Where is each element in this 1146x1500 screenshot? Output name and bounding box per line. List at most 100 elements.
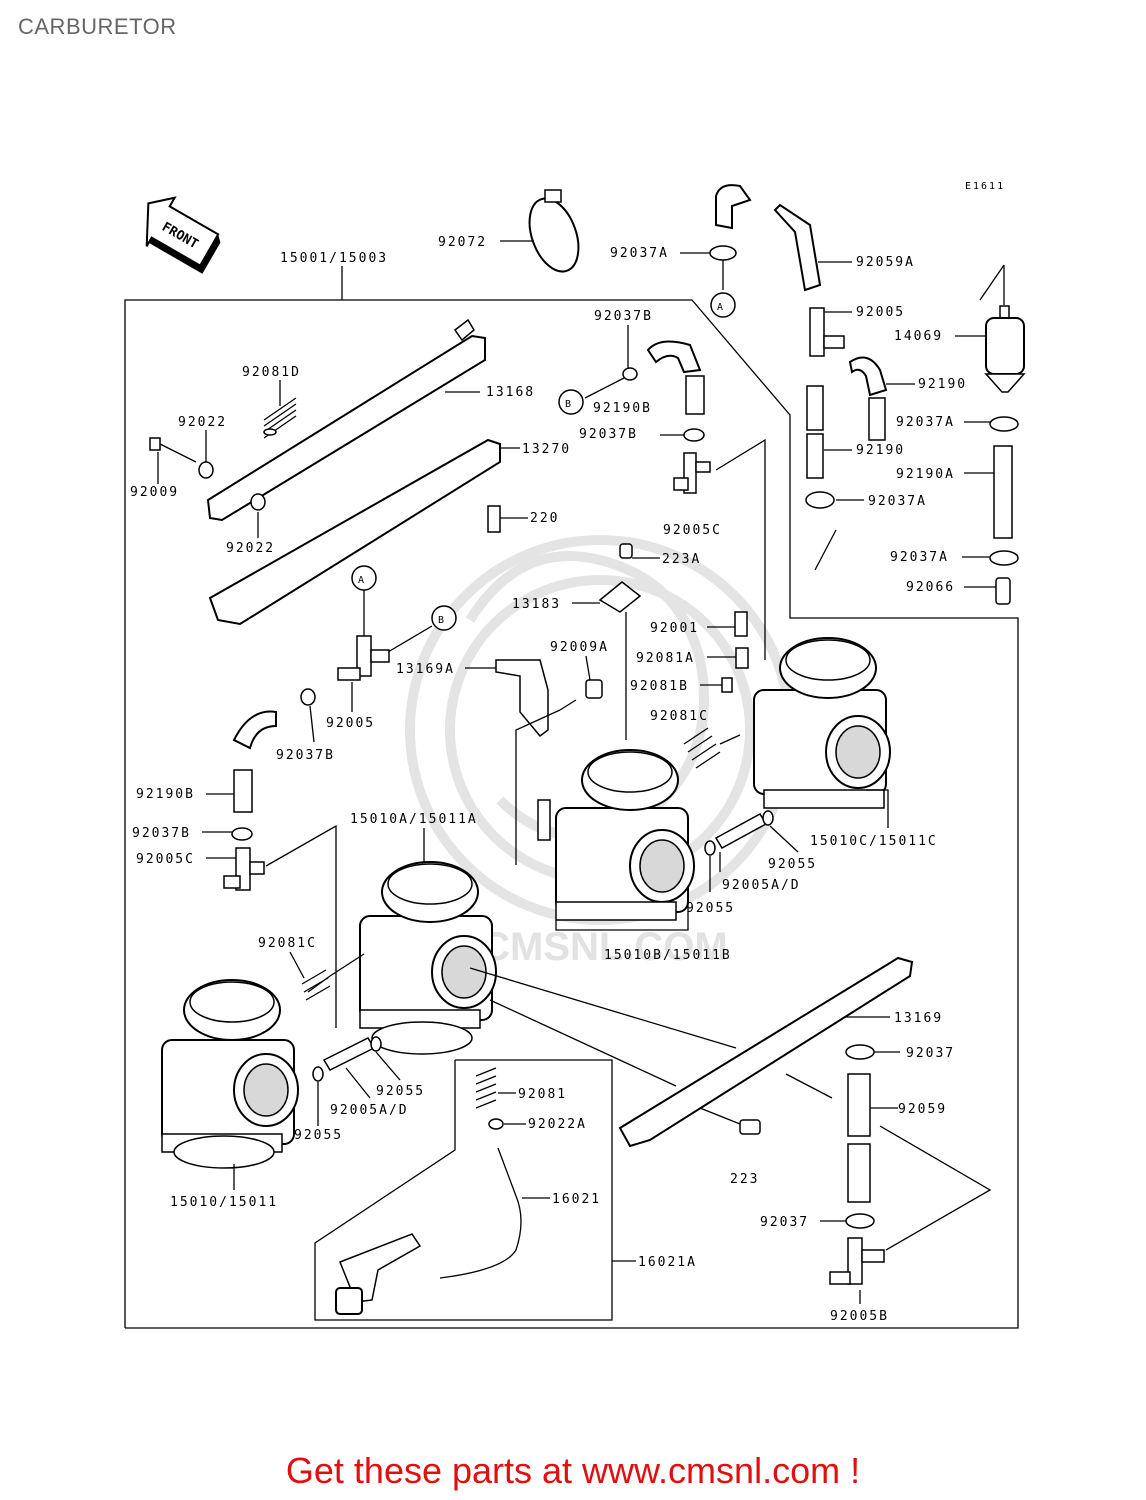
callout-a-top-text: A xyxy=(717,302,725,313)
clip-92037B-left2 xyxy=(231,827,253,841)
clip-92037A-low xyxy=(805,491,835,509)
callout-b-mid-text: B xyxy=(438,615,446,626)
t-fitting-92005C-top xyxy=(673,452,711,494)
label-92009A: 92009A xyxy=(550,640,609,655)
label-92001: 92001 xyxy=(650,621,699,636)
assembly-frame xyxy=(124,266,1019,1329)
label-92005AD-left: 92005A/D xyxy=(330,1103,409,1118)
callout-b-mid xyxy=(431,605,457,631)
hose-92190-bend xyxy=(848,356,888,397)
label-92037A-mid: 92037A xyxy=(896,415,955,430)
pipe-92005AD-left xyxy=(312,1036,382,1082)
hose-92190A xyxy=(993,445,1013,539)
label-92059A: 92059A xyxy=(856,255,915,270)
label-92066: 92066 xyxy=(906,580,955,595)
label-92081D: 92081D xyxy=(242,365,301,380)
label-92190-b: 92190 xyxy=(856,443,905,458)
label-92037-a: 92037 xyxy=(906,1046,955,1061)
label-92005AD-right: 92005A/D xyxy=(722,878,801,893)
label-92072: 92072 xyxy=(438,235,487,250)
spring-92081A xyxy=(735,647,749,669)
hose-92190B-top-bend xyxy=(646,340,702,374)
label-92055-right: 92055 xyxy=(768,857,817,872)
throttle-cable-bracket xyxy=(335,1233,422,1315)
rail-13270 xyxy=(208,438,520,626)
label-92081C-left: 92081C xyxy=(258,936,317,951)
label-15010A-15011A: 15010A/15011A xyxy=(350,812,478,827)
hose-92190-short-a xyxy=(806,385,824,431)
bracket-13183 xyxy=(598,543,642,613)
hose-92059-lower xyxy=(847,1143,871,1203)
screw-92009A xyxy=(585,679,603,699)
label-13183: 13183 xyxy=(512,597,561,612)
label-92055-left2: 92055 xyxy=(294,1128,343,1143)
screw-92001 xyxy=(734,611,748,637)
spring-92081C-left xyxy=(301,969,331,1001)
label-16021A: 16021A xyxy=(638,1255,697,1270)
clip-92037A-mid xyxy=(989,416,1019,432)
screw-92009 xyxy=(149,437,214,479)
hose-92059A xyxy=(715,184,752,230)
bolt-220 xyxy=(487,505,501,533)
carburetor-exploded-diagram: .CMSNL.COM E1611 FRONT A xyxy=(124,181,1026,1329)
label-92081C-right: 92081C xyxy=(650,709,709,724)
hose-92190B-top xyxy=(685,375,705,415)
label-92005C-left: 92005C xyxy=(136,852,195,867)
callout-a-mid-text: A xyxy=(358,575,366,586)
bolt-223 xyxy=(739,1119,761,1135)
clip-92037A-bot xyxy=(989,550,1019,566)
watermark-text: .CMSNL.COM xyxy=(470,925,728,969)
label-14069: 14069 xyxy=(894,329,943,344)
rail-13169 xyxy=(618,956,914,1148)
label-92037A-low: 92037A xyxy=(868,494,927,509)
hose-92190-short-c xyxy=(806,433,824,479)
label-15001-15003: 15001/15003 xyxy=(280,251,388,266)
label-92081A: 92081A xyxy=(636,651,695,666)
label-13169A: 13169A xyxy=(396,662,455,677)
carburetor-15010C xyxy=(753,637,891,809)
front-arrow-icon: FRONT xyxy=(145,196,221,274)
t-fitting-92005C-left xyxy=(223,847,265,891)
label-92022-a: 92022 xyxy=(178,415,227,430)
label-92059: 92059 xyxy=(898,1102,947,1117)
label-92190B-top: 92190B xyxy=(593,401,652,416)
fitting-92066 xyxy=(995,577,1011,605)
clip-92037B-left xyxy=(300,688,316,706)
spring-92081B xyxy=(721,677,733,693)
label-13169: 13169 xyxy=(894,1011,943,1026)
page-title: CARBURETOR xyxy=(18,14,177,39)
hose-92190B-left-bend xyxy=(232,710,277,750)
clip-92037-b xyxy=(845,1213,875,1229)
label-92037B-left2: 92037B xyxy=(132,826,191,841)
label-92005B: 92005B xyxy=(830,1309,889,1324)
carburetor-15010 xyxy=(161,979,299,1169)
spring-92081D xyxy=(263,397,297,439)
label-92190A: 92190A xyxy=(896,467,955,482)
washer-92022A xyxy=(488,1118,504,1130)
t-fitting-92005-mid xyxy=(337,635,390,681)
throttle-cable-16021 xyxy=(439,1147,522,1279)
bracket-13168 xyxy=(206,318,486,522)
label-15010C-15011C: 15010C/15011C xyxy=(810,834,938,849)
label-92081B: 92081B xyxy=(630,679,689,694)
label-92005-mid: 92005 xyxy=(326,716,375,731)
t-fitting-92005B xyxy=(829,1237,885,1285)
label-92005-top: 92005 xyxy=(856,305,905,320)
clip-92037B-top xyxy=(622,367,638,381)
callout-a-top xyxy=(710,292,736,318)
label-92022-b: 92022 xyxy=(226,541,275,556)
carburetor-15010B xyxy=(537,749,695,921)
label-223A: 223A xyxy=(662,552,701,567)
hose-92059-upper xyxy=(847,1073,871,1137)
pipe-92005AD-right xyxy=(704,810,774,856)
label-92037B-mid: 92037B xyxy=(579,427,638,442)
label-220: 220 xyxy=(530,511,559,526)
label-92190B-left: 92190B xyxy=(136,787,195,802)
label-13270: 13270 xyxy=(522,442,571,457)
callout-b-top xyxy=(558,389,584,415)
label-92037A-bot: 92037A xyxy=(890,550,949,565)
shop-link[interactable]: Get these parts at www.cmsnl.com ! xyxy=(285,1450,861,1491)
clip-92037-a xyxy=(845,1044,875,1060)
band-clamp xyxy=(528,197,580,273)
label-92037B-top: 92037B xyxy=(594,309,653,324)
